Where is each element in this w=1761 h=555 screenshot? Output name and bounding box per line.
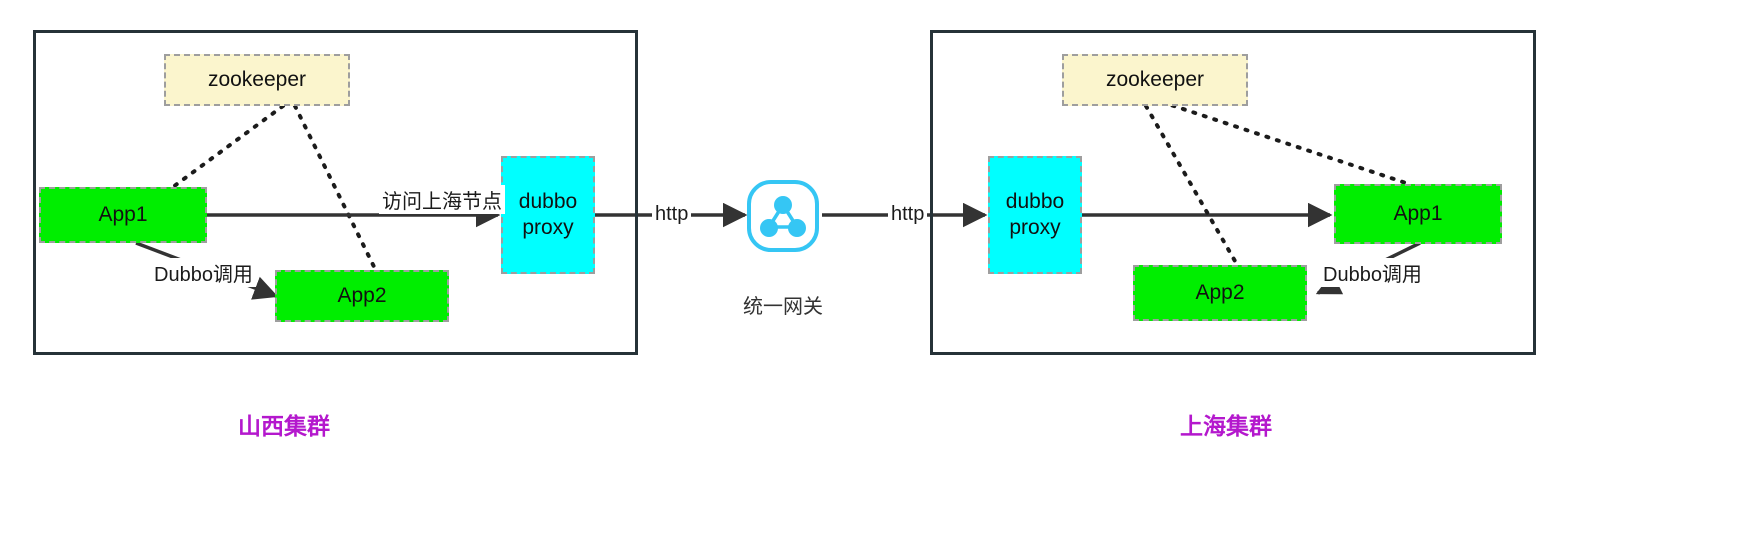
node-app2-shanghai[interactable]: App2 [1133,265,1307,321]
node-label: App1 [1393,201,1443,225]
node-label-line2: proxy [1009,216,1061,239]
node-label: zookeeper [207,67,307,91]
cluster-label-shanghai: 上海集群 [1180,413,1272,439]
node-label: zookeeper [1105,67,1205,91]
edge-label-visit-shanghai-node: 访问上海节点 [379,185,505,214]
cluster-frame-shanghai [930,30,1536,355]
gateway-link-lines-icon [767,203,799,229]
gateway-node-right-icon [788,219,806,237]
node-zookeeper-shanxi[interactable]: zookeeper [164,54,350,106]
node-label-line2: proxy [522,216,574,239]
node-label: App1 [98,202,148,226]
node-app1-shanxi[interactable]: App1 [39,187,207,243]
node-dubbo-proxy-shanghai[interactable]: dubbo proxy [988,156,1082,274]
gateway-frame-icon [747,180,819,252]
edge-label-dubbo-call-shanxi: Dubbo调用 [151,258,256,287]
node-zookeeper-shanghai[interactable]: zookeeper [1062,54,1248,106]
cluster-label-shanxi: 山西集群 [238,413,330,439]
node-dubbo-proxy-shanxi[interactable]: dubbo proxy [501,156,595,274]
gateway-node-top-icon [774,196,792,214]
gateway-node-left-icon [760,219,778,237]
cluster-frame-shanxi [33,30,638,355]
gateway-label: 统一网关 [743,296,823,318]
edge-label-http-right: http [888,203,928,226]
node-label-line1: dubbo [518,189,578,213]
node-label: App2 [1195,280,1245,304]
node-label: App2 [337,283,387,307]
unified-gateway-icon[interactable] [745,178,821,254]
edge-label-http-left: http [652,203,692,226]
node-label-line1: dubbo [1005,189,1065,213]
node-app1-shanghai[interactable]: App1 [1334,184,1502,244]
edge-label-dubbo-call-shanghai: Dubbo调用 [1320,258,1425,287]
node-app2-shanxi[interactable]: App2 [275,270,449,322]
